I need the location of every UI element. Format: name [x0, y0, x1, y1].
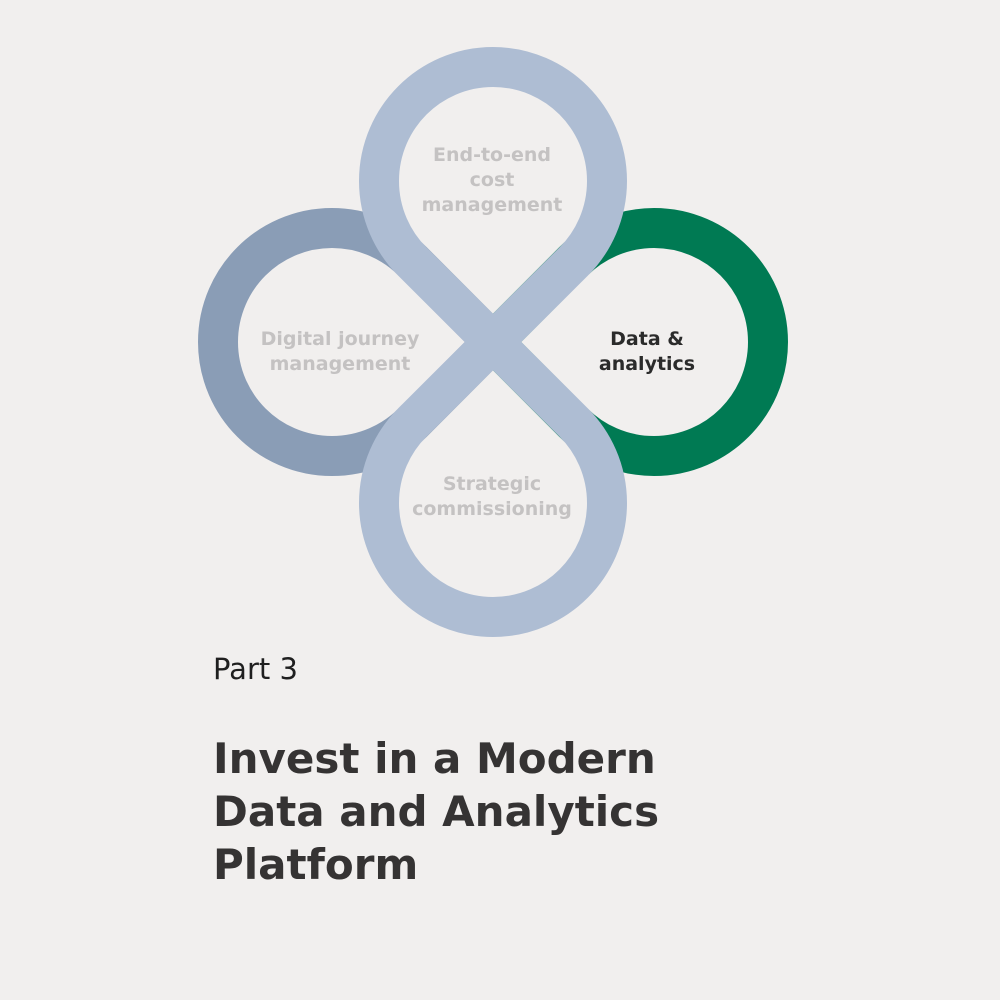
label-line: End-to-end	[432, 144, 552, 166]
title-line: Platform	[213, 840, 419, 889]
loop-strategic	[359, 322, 627, 637]
label-line: Data &	[610, 328, 684, 350]
page-title: Invest in a Modern Data and Analytics Pl…	[213, 732, 813, 891]
label-strategic-commissioning: Strategic commissioning	[412, 472, 572, 522]
label-data-analytics: Data & analytics	[599, 327, 695, 377]
four-loop-diagram	[198, 47, 788, 637]
label-line: cost	[469, 169, 515, 191]
title-line: Data and Analytics	[213, 787, 660, 836]
label-line: Strategic	[442, 473, 542, 495]
label-line: management	[421, 194, 563, 216]
label-line: management	[269, 353, 411, 375]
loop-cost	[359, 47, 627, 362]
loop-digital	[198, 208, 513, 476]
title-line: Invest in a Modern	[213, 734, 656, 783]
label-digital-journey: Digital journey management	[261, 327, 420, 377]
label-line: analytics	[598, 353, 696, 375]
label-line: commissioning	[412, 498, 572, 520]
label-end-to-end-cost: End-to-end cost management	[422, 143, 563, 218]
label-line: Digital journey	[260, 328, 420, 350]
part-number: Part 3	[213, 652, 298, 686]
loop-data	[473, 208, 788, 476]
